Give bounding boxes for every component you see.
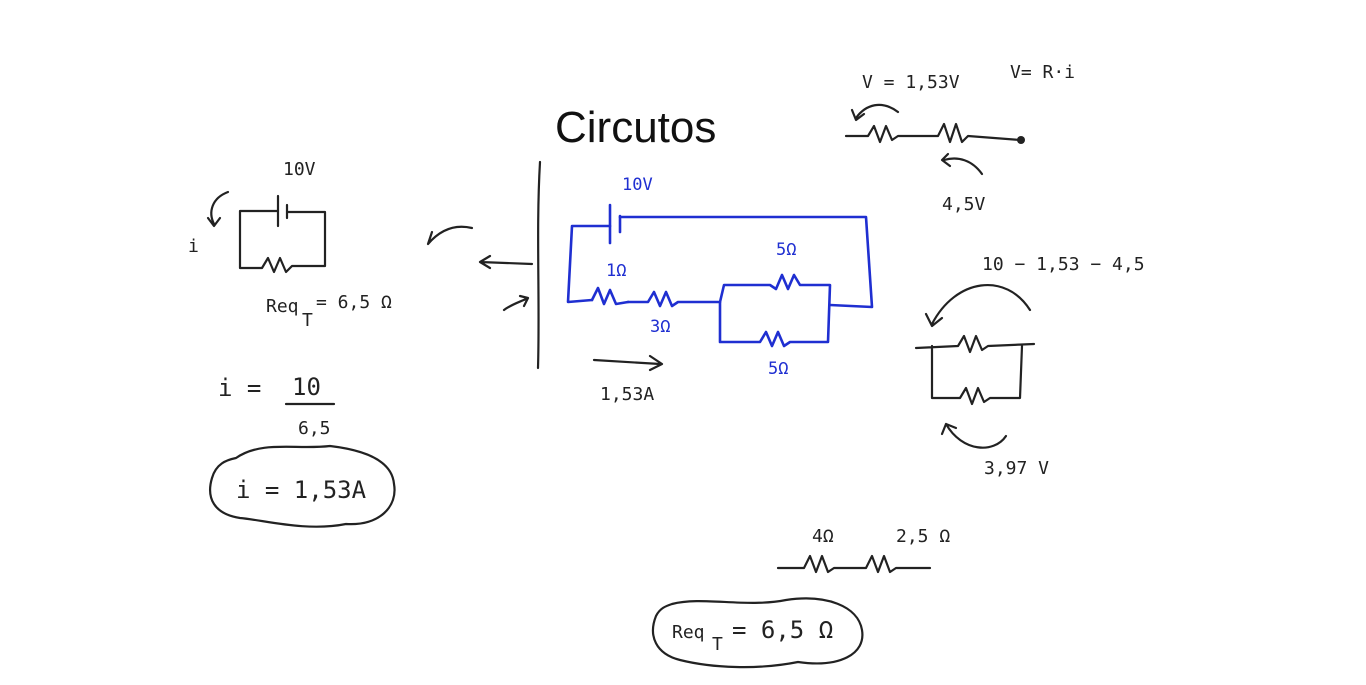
parallel-resistors-sketch <box>914 334 1036 406</box>
result-highlight-cloud <box>209 444 396 528</box>
left-battery-label: 10V <box>283 159 316 180</box>
current-arrow <box>592 354 664 372</box>
parallel-voltage-result: 3,97 V <box>984 458 1049 479</box>
left-circuit-loop <box>238 209 327 274</box>
req-value: = 6,5 Ω <box>316 292 392 313</box>
current-label: 1,53A <box>600 384 654 405</box>
voltage-value: V = 1,53V <box>862 72 960 93</box>
arrow-curve-left <box>426 225 474 246</box>
main-circuit: 10V 1Ω 3Ω 5Ω 5Ω 1,53A <box>566 175 874 405</box>
left-battery-symbol <box>276 194 289 228</box>
resistor-series-2 <box>626 290 722 308</box>
page-title: Circutos <box>555 103 716 152</box>
bottom-series-resistors <box>776 554 932 574</box>
bottom-notes: 4Ω 2,5 Ω Req T = 6,5 Ω <box>651 526 950 669</box>
right-middle-notes: 10 − 1,53 − 4,5 3,97 V <box>914 254 1145 479</box>
divider-line <box>536 160 542 370</box>
top-right-notes: V = 1,53V V= R·i 4,5V <box>844 62 1075 215</box>
bottom-req-label: Req <box>672 622 705 643</box>
main-battery-label: 10V <box>622 175 653 195</box>
bottom-req-subscript: T <box>712 634 723 655</box>
bottom-result-cloud <box>651 597 864 669</box>
parallel-resistor-block <box>718 273 832 348</box>
ohms-law: V= R·i <box>1010 62 1075 83</box>
bottom-r2-label: 2,5 Ω <box>896 526 950 547</box>
arrow-left <box>478 254 534 270</box>
resistor-series-1-label: 1Ω <box>606 261 626 281</box>
arrow-small-right <box>502 294 530 312</box>
bottom-req-value: = 6,5 Ω <box>732 616 833 644</box>
bottom-r1-label: 4Ω <box>812 526 834 547</box>
main-wire-top-right <box>618 215 874 309</box>
current-direction-arrow <box>206 190 230 228</box>
voltage-expression: 10 − 1,53 − 4,5 <box>982 254 1145 275</box>
terminal-dot <box>1017 136 1025 144</box>
main-wire-left <box>566 224 612 304</box>
resistor-parallel-top-label: 5Ω <box>776 240 796 260</box>
expression-arrow <box>924 284 1032 328</box>
top-right-resistors <box>844 122 1022 144</box>
current-symbol: i <box>188 236 199 257</box>
left-panel: 10V i Req T = 6,5 Ω i = 10 6,5 i = 1,53A <box>188 159 396 528</box>
voltage-drop-label: 4,5V <box>942 194 986 215</box>
result-arrow <box>940 422 1008 449</box>
i-equation-label: i = <box>218 374 261 402</box>
req-label: Req <box>266 296 299 317</box>
resistor-series-1 <box>590 286 630 306</box>
drop-arrow <box>940 152 984 176</box>
voltage-arrow <box>850 103 900 122</box>
i-numerator: 10 <box>292 373 321 401</box>
i-denominator: 6,5 <box>298 418 331 439</box>
current-result: i = 1,53A <box>236 476 367 504</box>
resistor-series-2-label: 3Ω <box>650 317 670 337</box>
req-subscript: T <box>302 310 313 331</box>
resistor-parallel-bottom-label: 5Ω <box>768 359 788 379</box>
